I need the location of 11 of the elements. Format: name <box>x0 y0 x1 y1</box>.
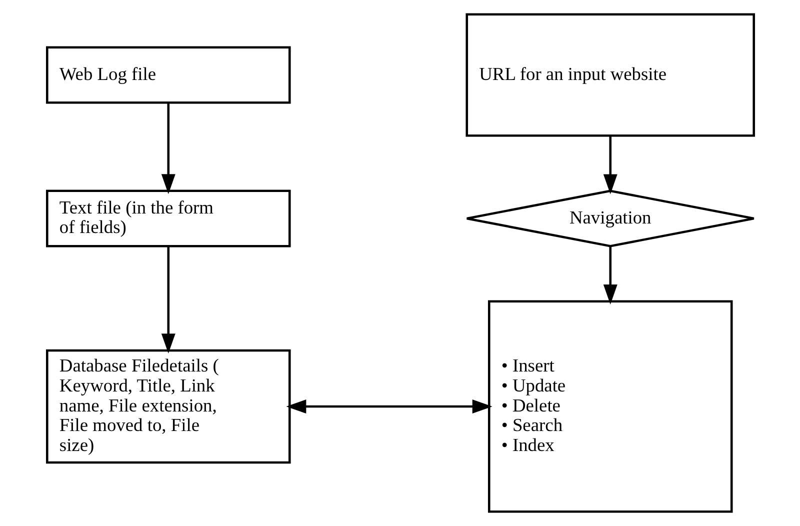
node-box: Web Log file <box>46 46 290 104</box>
node-box: URL for an input website <box>465 13 754 137</box>
arrow <box>160 102 175 194</box>
node-box: Database Filedetails ( Keyword, Title, Link name, File extension, File moved to, File size) <box>46 349 290 464</box>
arrow <box>160 246 175 354</box>
arrow <box>602 136 617 194</box>
arrow <box>286 400 492 414</box>
arrow <box>602 246 617 305</box>
node-diamond: Navigation <box>465 190 754 248</box>
node-box: • Insert • Update • Delete • Search • Index <box>487 300 732 513</box>
node-box: Text file (in the form of fields) <box>46 190 290 248</box>
